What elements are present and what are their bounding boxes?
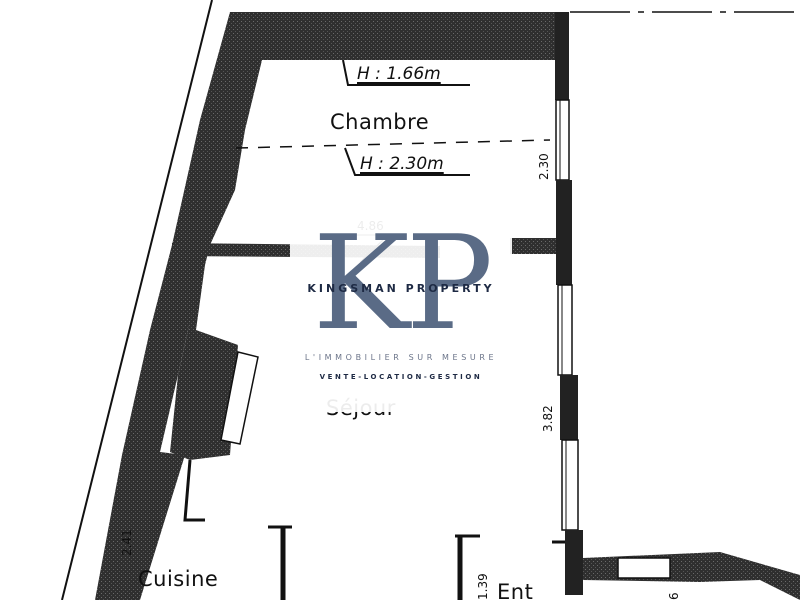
- room-label-cuisine: Cuisine: [138, 567, 219, 591]
- window-right-3: [561, 439, 579, 531]
- dimension-label: 2.41: [120, 529, 134, 556]
- ceiling-height-label: H : 2.30m: [360, 154, 444, 174]
- dimension-label: 1.39: [476, 573, 490, 600]
- wall-bottom-right: [583, 552, 800, 600]
- window-bottom-right: [617, 557, 671, 579]
- room-label-chambre: Chambre: [330, 110, 430, 134]
- brand-tagline: L'IMMOBILIER SUR MESURE: [304, 353, 498, 362]
- dimension-label: 2.30: [537, 153, 551, 180]
- wall-left: [95, 12, 262, 600]
- wall-right-3: [560, 375, 578, 440]
- ceiling-height-label: H : 1.66m: [357, 64, 441, 84]
- wall-top: [230, 12, 568, 60]
- wall-right-1: [555, 12, 569, 100]
- wall-right-2: [556, 180, 572, 285]
- wall-bump: [170, 245, 238, 460]
- dimension-label: 6: [667, 592, 681, 600]
- roof-line: [235, 139, 551, 149]
- wall-right-4: [565, 530, 583, 595]
- window-left: [220, 351, 259, 445]
- wall-interior-stub: [510, 238, 560, 254]
- room-label-entree: Ent: [497, 580, 534, 604]
- brand-name: KINGSMAN PROPERTY: [307, 282, 495, 295]
- watermark-logo: KP KINGSMAN PROPERTY L'IMMOBILIER SUR ME…: [290, 190, 512, 412]
- dimension-label: 3.82: [541, 405, 555, 432]
- brand-services: VENTE-LOCATION-GESTION: [319, 373, 483, 381]
- window-right-2: [557, 284, 573, 376]
- window-right-1: [555, 99, 570, 181]
- exterior-line: [61, 0, 213, 600]
- logo-monogram: KP: [312, 207, 494, 359]
